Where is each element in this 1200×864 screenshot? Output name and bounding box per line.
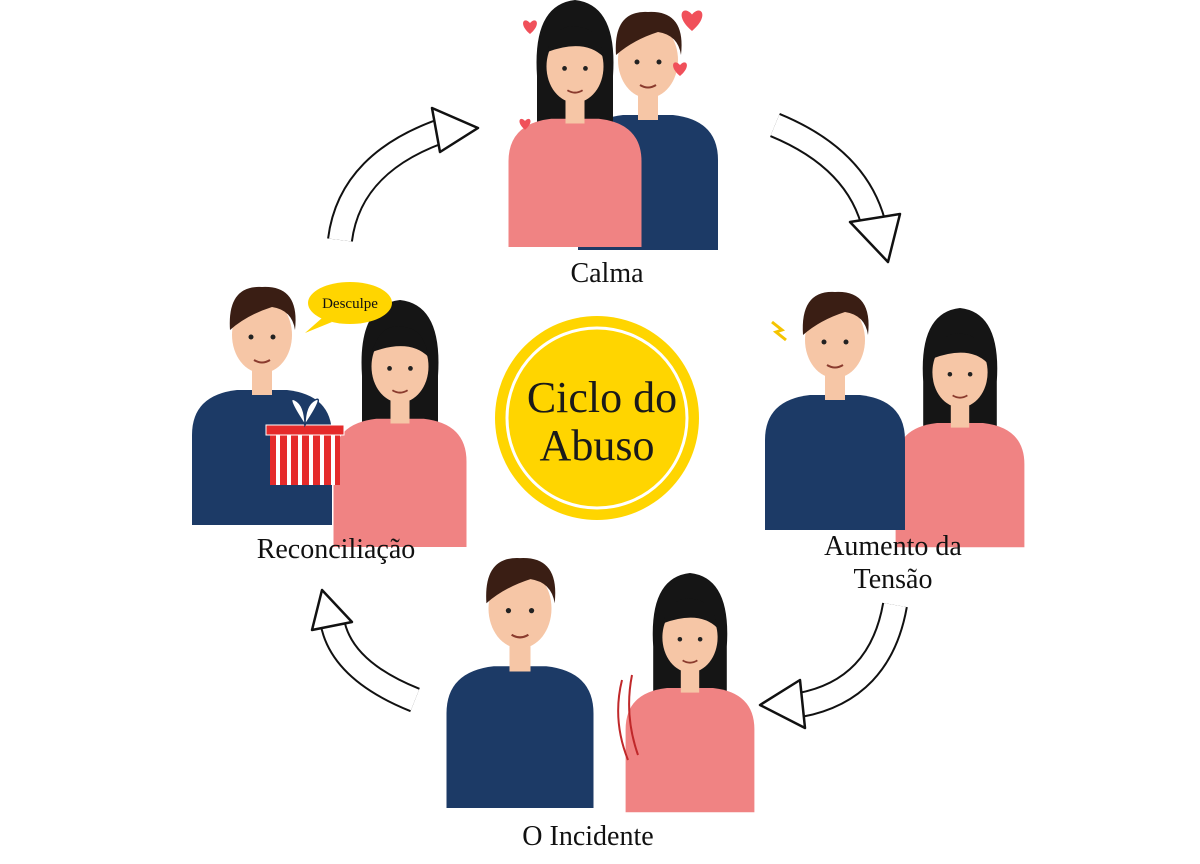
scene-tension [765, 291, 1025, 548]
arrow-to-reconciliation [310, 588, 420, 713]
center-circle-ring [505, 326, 689, 510]
man-tension [765, 291, 905, 530]
impact-lines-icon [617, 674, 639, 761]
woman-calm [508, 0, 642, 247]
heart-icon [673, 62, 687, 76]
cycle-arrows [310, 106, 908, 730]
arrow-to-incident [758, 602, 908, 730]
center-title-line2: Abuso [540, 421, 655, 470]
label-tension-line1: Aumento da [824, 531, 962, 562]
woman-tension [895, 308, 1025, 548]
center-badge: Ciclo do Abuso [495, 316, 699, 520]
arrow-to-calm [327, 106, 480, 243]
center-circle-outer [495, 316, 699, 520]
heart-icon [523, 20, 537, 34]
speech-bubble-text: Desculpe [322, 296, 378, 312]
man-reconciliation [192, 286, 332, 525]
man-incident [446, 558, 594, 808]
label-reconciliation: Reconciliação [257, 534, 416, 565]
label-calm: Calma [570, 258, 644, 289]
center-title-line1: Ciclo do [527, 373, 677, 422]
anger-spark-icon [771, 320, 787, 342]
scene-reconciliation [192, 286, 467, 547]
scene-calm [508, 0, 718, 250]
arrow-to-tension [769, 112, 902, 264]
heart-icon [519, 118, 531, 130]
scenes [192, 0, 1025, 813]
gift-box-icon [265, 398, 345, 485]
speech-bubble: Desculpe [305, 282, 392, 333]
woman-incident [625, 573, 755, 813]
woman-reconciliation [333, 300, 467, 547]
label-tension-line2: Tensão [854, 564, 933, 595]
heart-icon [681, 10, 703, 31]
label-incident: O Incidente [522, 821, 653, 852]
scene-incident [446, 558, 755, 813]
